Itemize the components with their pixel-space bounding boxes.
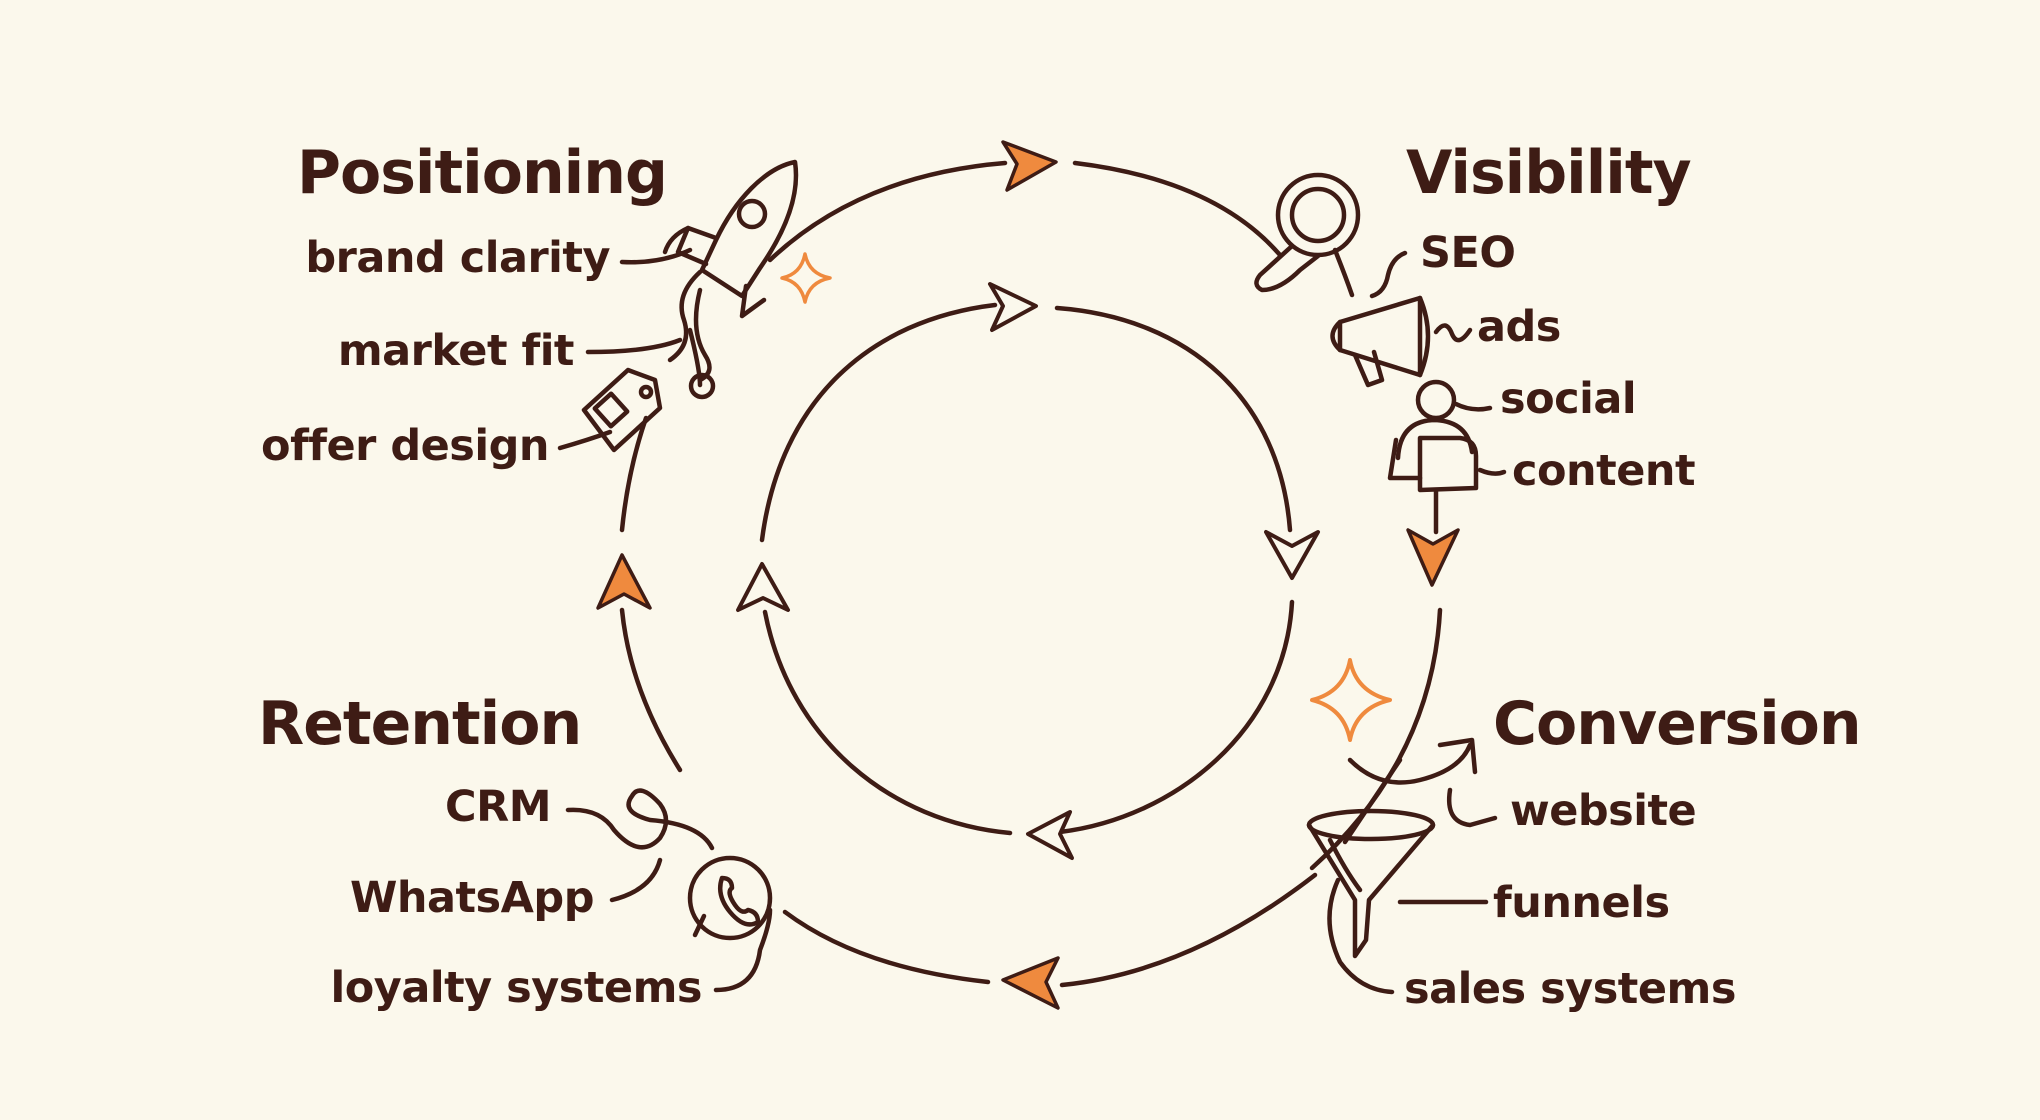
stage-item-loyalty-systems: loyalty systems (330, 963, 703, 1013)
whatsapp-icon (687, 855, 773, 941)
market-fit-connector (585, 327, 703, 388)
connector-ads (1433, 323, 1473, 343)
sparkle-icon (780, 252, 832, 304)
stage-item-funnels: funnels (1493, 878, 1670, 928)
outer-ring-segment-top (767, 160, 1008, 263)
rocket-icon (662, 159, 799, 383)
stage-item-offer-design: offer design (261, 421, 549, 471)
connector-sales-systems (1327, 877, 1395, 995)
stage-item-market-fit: market fit (337, 326, 575, 376)
inner-arrow-bottom (1026, 810, 1074, 860)
price-tag-icon (581, 367, 663, 453)
connector-seo (1369, 250, 1408, 299)
stage-item-brand-clarity: brand clarity (305, 233, 610, 283)
inner-ring-segment-top-left (759, 302, 998, 543)
stage-title-conversion: Conversion (1493, 689, 1862, 759)
stage-item-content: content (1512, 446, 1696, 496)
outer-arrow-bottom (1001, 956, 1060, 1010)
outer-ring-segment-bottom (1059, 872, 1318, 988)
stage-title-visibility: Visibility (1406, 138, 1692, 208)
inner-arrow-top (988, 282, 1038, 332)
connector-loyalty (713, 907, 773, 993)
outer-ring-segment-upper-left (619, 415, 649, 533)
connector-offer-design (557, 429, 613, 451)
sparkle-icon (1310, 658, 1392, 742)
outer-ring-segment-bottom-left (782, 909, 991, 985)
stage-title-retention: Retention (258, 689, 582, 759)
outer-arrow-right (1406, 528, 1460, 587)
outer-arrow-left (596, 553, 652, 610)
stage-item-ads: ads (1477, 302, 1561, 352)
target-dot-icon (688, 372, 716, 400)
magnifier-icon (1254, 172, 1361, 298)
connector-social (1453, 401, 1493, 412)
connector-whatsapp (609, 857, 663, 903)
stage-item-website: website (1510, 786, 1697, 836)
document-icon (1417, 435, 1507, 493)
person-icon (1387, 379, 1475, 481)
stage-item-sales-systems: sales systems (1404, 964, 1736, 1014)
stage-item-seo: SEO (1420, 228, 1516, 278)
crm-swirl-icon (565, 788, 715, 851)
inner-ring-segment-bottom-right (1057, 599, 1295, 835)
stage-item-whatsapp: WhatsApp (349, 873, 595, 923)
inner-arrow-right (1264, 530, 1320, 580)
stage-title-positioning: Positioning (297, 138, 668, 208)
inner-ring-segment-bottom-left (762, 609, 1013, 836)
stage-item-social: social (1500, 374, 1637, 424)
stage-item-crm: CRM (445, 782, 551, 832)
growth-arrow-icon (1347, 737, 1498, 828)
outer-arrow-top (1001, 140, 1058, 192)
outer-ring-segment-left (619, 607, 683, 773)
funnel-icon (1306, 757, 1436, 959)
connector-brand-clarity (619, 247, 693, 265)
inner-ring-segment-top-right (1054, 305, 1293, 533)
megaphone-icon (1330, 295, 1431, 388)
inner-arrow-left (736, 562, 790, 612)
outer-ring-segment-top-right (1072, 160, 1283, 258)
outer-ring-segment-right (1309, 607, 1443, 871)
